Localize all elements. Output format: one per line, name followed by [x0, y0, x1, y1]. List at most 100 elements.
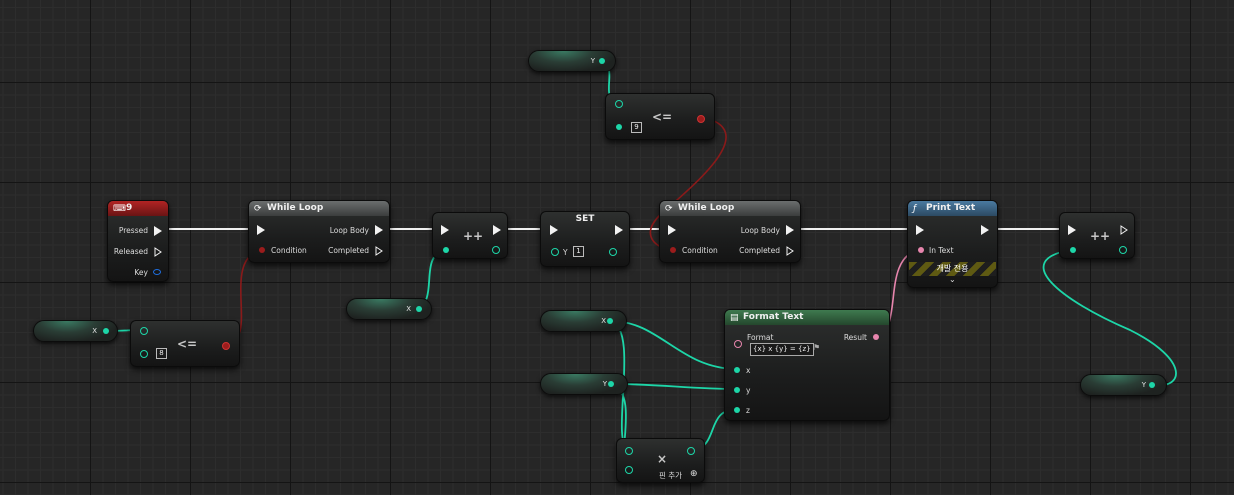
- arg-label-z: z: [746, 406, 750, 415]
- int-wire: [1042, 249, 1177, 387]
- int-in-pin[interactable]: [1070, 247, 1076, 253]
- int-in-pin[interactable]: [443, 247, 449, 253]
- bool-out-pin[interactable]: [697, 115, 705, 123]
- pin-label-condition: Condition: [682, 246, 718, 255]
- while-loop-header: ⟳ While Loop: [249, 201, 389, 216]
- int-out-pin[interactable]: [599, 58, 605, 64]
- variable-get-y[interactable]: Y: [540, 373, 628, 395]
- variable-get-x[interactable]: X: [540, 310, 627, 332]
- variable-get-x[interactable]: X: [33, 320, 118, 342]
- while-loop-header: ⟳ While Loop: [660, 201, 800, 216]
- add-pin-plus-icon[interactable]: ⊕: [690, 469, 698, 479]
- flag-icon[interactable]: ⚑: [813, 343, 821, 352]
- compare-node[interactable]: 8 <=: [130, 320, 240, 367]
- while-loop-node[interactable]: ⟳ While Loop Loop Body Condition Complet…: [248, 200, 390, 263]
- exec-out-pin[interactable]: [981, 225, 989, 235]
- int-out-pin[interactable]: [1149, 382, 1155, 388]
- text-in-pin[interactable]: [918, 247, 924, 253]
- exec-in-pin[interactable]: [1068, 225, 1076, 235]
- int-out-pin[interactable]: [416, 306, 422, 312]
- int-out-pin[interactable]: [1119, 246, 1127, 254]
- int-in-pin-b[interactable]: [140, 350, 148, 358]
- variable-name: Y: [602, 380, 607, 388]
- bool-in-pin-condition[interactable]: [670, 247, 676, 253]
- exec-out-pin-completed[interactable]: [375, 246, 383, 256]
- int-in-pin-a[interactable]: [615, 100, 623, 108]
- key-struct-pin[interactable]: [153, 269, 161, 275]
- key-event-title: 9: [126, 203, 133, 213]
- exec-in-pin[interactable]: [916, 225, 924, 235]
- increment-node[interactable]: ++: [432, 212, 508, 259]
- variable-name: X: [406, 305, 411, 313]
- expand-chevron-icon[interactable]: ⌄: [949, 275, 956, 284]
- variable-get-x[interactable]: X: [346, 298, 432, 320]
- variable-name: X: [92, 327, 97, 335]
- key-event-header: ⌨ 9: [108, 201, 168, 216]
- add-pin-label[interactable]: 핀 추가: [659, 471, 683, 480]
- compare-node[interactable]: 9 <=: [605, 93, 715, 140]
- format-text-node[interactable]: ▤ Format Text Format {x} x {y} = {z} ⚑ R…: [724, 309, 890, 421]
- exec-in-pin[interactable]: [441, 225, 449, 235]
- while-loop-title: While Loop: [678, 203, 735, 213]
- int-out-pin[interactable]: [492, 246, 500, 254]
- exec-out-pin-pressed[interactable]: [154, 226, 162, 236]
- pin-label-condition: Condition: [271, 246, 307, 255]
- text-out-pin-result[interactable]: [873, 334, 879, 340]
- while-loop-node[interactable]: ⟳ While Loop Loop Body Condition Complet…: [659, 200, 801, 263]
- development-only-label: 개발 전용: [936, 264, 969, 273]
- exec-out-pin-loop-body[interactable]: [786, 225, 794, 235]
- exec-out-pin-completed[interactable]: [786, 246, 794, 256]
- exec-in-pin[interactable]: [668, 225, 676, 235]
- int-out-pin[interactable]: [608, 381, 614, 387]
- set-variable-node[interactable]: SET Y 1: [540, 211, 630, 267]
- arg-in-pin-y[interactable]: [734, 387, 740, 393]
- exec-in-pin[interactable]: [550, 225, 558, 235]
- bool-out-pin[interactable]: [222, 342, 230, 350]
- loop-icon: ⟳: [254, 204, 262, 214]
- operator-label: ++: [463, 229, 484, 243]
- exec-out-pin[interactable]: [493, 225, 501, 235]
- int-literal-input[interactable]: 8: [156, 348, 167, 359]
- loop-icon: ⟳: [665, 204, 673, 214]
- int-wire: [611, 383, 738, 390]
- function-icon: ƒ: [913, 204, 917, 214]
- development-only-banner: 개발 전용: [909, 262, 996, 276]
- int-in-pin-b[interactable]: [625, 466, 633, 474]
- exec-out-pin[interactable]: [1120, 225, 1128, 235]
- int-in-pin[interactable]: [551, 248, 559, 256]
- arg-in-pin-z[interactable]: [734, 407, 740, 413]
- exec-out-pin-loop-body[interactable]: [375, 225, 383, 235]
- multiply-node[interactable]: × 핀 추가 ⊕: [616, 438, 705, 483]
- print-text-node[interactable]: ƒ Print Text In Text 개발 전용 ⌄: [907, 200, 998, 288]
- exec-in-pin[interactable]: [257, 225, 265, 235]
- increment-node[interactable]: ++: [1059, 212, 1135, 259]
- exec-out-pin[interactable]: [615, 225, 623, 235]
- set-header: SET: [541, 212, 629, 227]
- arg-label-y: y: [746, 386, 751, 395]
- operator-label: <=: [652, 110, 673, 124]
- int-in-pin-a[interactable]: [140, 327, 148, 335]
- format-text-title: Format Text: [743, 312, 804, 322]
- int-in-pin-b[interactable]: [616, 124, 622, 130]
- variable-get-y[interactable]: Y: [528, 50, 616, 72]
- int-out-pin[interactable]: [607, 318, 613, 324]
- key-event-node[interactable]: ⌨ 9 Pressed Released Key: [107, 200, 169, 282]
- int-literal-input[interactable]: 9: [631, 122, 642, 133]
- operator-label: <=: [177, 337, 198, 351]
- int-out-pin[interactable]: [609, 248, 617, 256]
- while-loop-title: While Loop: [267, 203, 324, 213]
- set-var-label: Y: [563, 248, 568, 257]
- bool-in-pin-condition[interactable]: [259, 247, 265, 253]
- pin-label-completed: Completed: [739, 246, 780, 255]
- int-in-pin-a[interactable]: [625, 447, 633, 455]
- arg-in-pin-x[interactable]: [734, 367, 740, 373]
- int-out-pin[interactable]: [103, 328, 109, 334]
- variable-get-y[interactable]: Y: [1080, 374, 1167, 396]
- print-text-header: ƒ Print Text: [908, 201, 997, 216]
- text-in-pin-format[interactable]: [734, 340, 742, 348]
- int-out-pin[interactable]: [687, 447, 695, 455]
- format-string-input[interactable]: {x} x {y} = {z}: [750, 343, 814, 356]
- exec-out-pin-released[interactable]: [154, 247, 162, 257]
- int-literal-input[interactable]: 1: [573, 246, 584, 257]
